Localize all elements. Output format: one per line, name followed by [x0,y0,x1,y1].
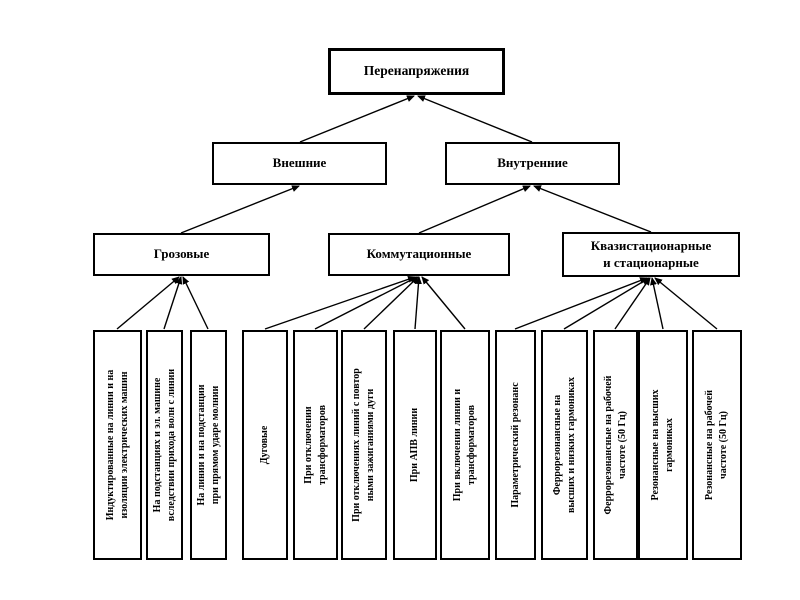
leaf-resonance-harmonics: Резонансные на высших гармониках [638,330,688,560]
leaf-label: Дуговые [259,425,270,465]
leaf-label: На подстанциях и эл. машине вследствии п… [151,368,177,522]
leaf-label: Резонансные на высших гармониках [650,389,675,501]
node-internal: Внутренние [445,142,620,185]
leaf-resonance-power-frequency: Резонансные на рабочей частоте (50 Гц) [692,330,742,560]
leaf-label: Феррорезонансные на высших и низких гарм… [551,377,577,513]
leaf-line-autoreclosure: При АПВ линии [393,330,437,560]
leaf-direct-lightning-strike: На линии и на подстанции при прямом удар… [190,330,227,560]
leaf-label: Резонансные на рабочей частоте (50 Гц) [704,389,729,501]
leaf-label: Параметрический резонанс [509,382,521,508]
leaf-induced-on-lines: Индуктированные на линии и на изоляции э… [93,330,142,560]
leaf-transformer-disconnection: При отключении трансформаторов [293,330,338,560]
leaf-ferroresonance-harmonics: Феррорезонансные на высших и низких гарм… [541,330,588,560]
leaf-ferroresonance-power-frequency: Феррорезонансные на рабочей частоте (50 … [593,330,638,560]
leaf-arc: Дуговые [242,330,288,560]
leaf-parametric-resonance: Параметрический резонанс [495,330,536,560]
node-lightning: Грозовые [93,233,270,276]
node-overvoltages: Перенапряжения [328,48,505,95]
leaf-label: На линии и на подстанции при прямом удар… [195,384,221,506]
leaf-label: При включении линии и трансформаторов [452,388,477,502]
leaf-substation-incoming-waves: На подстанциях и эл. машине вследствии п… [146,330,183,560]
node-switching: Коммутационные [328,233,510,276]
node-external: Внешние [212,142,387,185]
leaf-label: При отключениях линий с повтор ными зажи… [351,368,376,522]
leaf-label: При АПВ линии [409,407,420,483]
leaf-line-transformer-energization: При включении линии и трансформаторов [440,330,490,560]
leaf-label: Индуктированные на линии и на изоляции э… [104,369,130,521]
leaf-label: Феррорезонансные на рабочей частоте (50 … [602,375,628,515]
leaf-label: При отключении трансформаторов [302,405,328,485]
leaf-line-disconnection-restrikes: При отключениях линий с повтор ными зажи… [341,330,387,560]
node-quasi-stationary: Квазистационарные и стационарные [562,232,740,277]
